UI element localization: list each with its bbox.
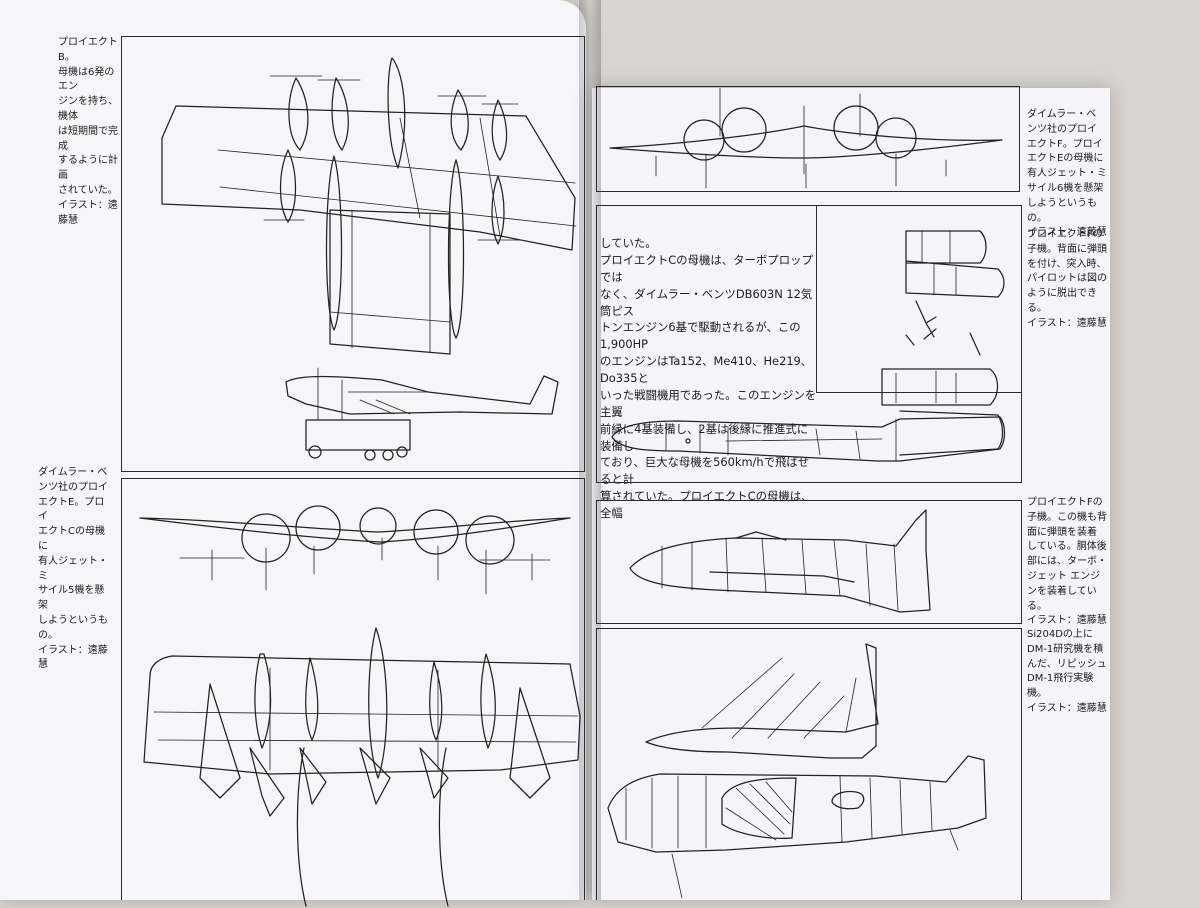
right-caption-middle: プロイエクトFの 子機。背面に弾頭 を付け、突入時、 パイロットは図の ように脱… bbox=[1027, 229, 1107, 329]
left-bottom-mothership-drawing bbox=[139, 505, 581, 907]
right-illustration-frame-top bbox=[596, 86, 1020, 192]
right-child-jet-drawing bbox=[629, 509, 931, 613]
right-middle-child-aircraft-drawing bbox=[611, 230, 1006, 462]
right-body-text: していた。 プロイエクトCの母機は、ターボプロップでは なく、ダイムラー・ベンツ… bbox=[600, 236, 817, 520]
right-caption-child: プロイエクトFの 子機。この機も背 面に弾頭を装着 している。胴体後 部には、タ… bbox=[1027, 497, 1107, 627]
right-page bbox=[592, 88, 1110, 900]
right-caption-top: ダイムラー・ベ ンツ社のプロイ エクトF。プロイ エクトEの母機に 有人ジェット… bbox=[1027, 109, 1107, 239]
right-top-mothership-drawing bbox=[609, 87, 1003, 189]
left-top-mothership-drawing bbox=[161, 57, 577, 461]
right-small-frame bbox=[816, 205, 1022, 393]
right-caption-bottom: Si204Dの上に DM-1研究機を積 んだ、リピッシュ DM-1飛行実験 機。… bbox=[1027, 629, 1107, 714]
right-illustration-frame-child bbox=[596, 500, 1022, 624]
left-illustration-frame-bottom bbox=[121, 478, 585, 900]
left-caption-bottom: ダイムラー・ベ ンツ社のプロイ エクトE。プロイ エクトCの母機に 有人ジェット… bbox=[38, 467, 108, 671]
left-caption-top: プロイエクトB。 母機は6発のエン ジンを持ち、機体 は短期間で完成 するように… bbox=[58, 37, 118, 226]
left-page bbox=[0, 0, 586, 900]
left-illustration-frame-top bbox=[121, 36, 585, 472]
right-illustration-frame-bottom bbox=[596, 628, 1022, 900]
right-bottom-lippisch-drawing bbox=[607, 643, 987, 899]
